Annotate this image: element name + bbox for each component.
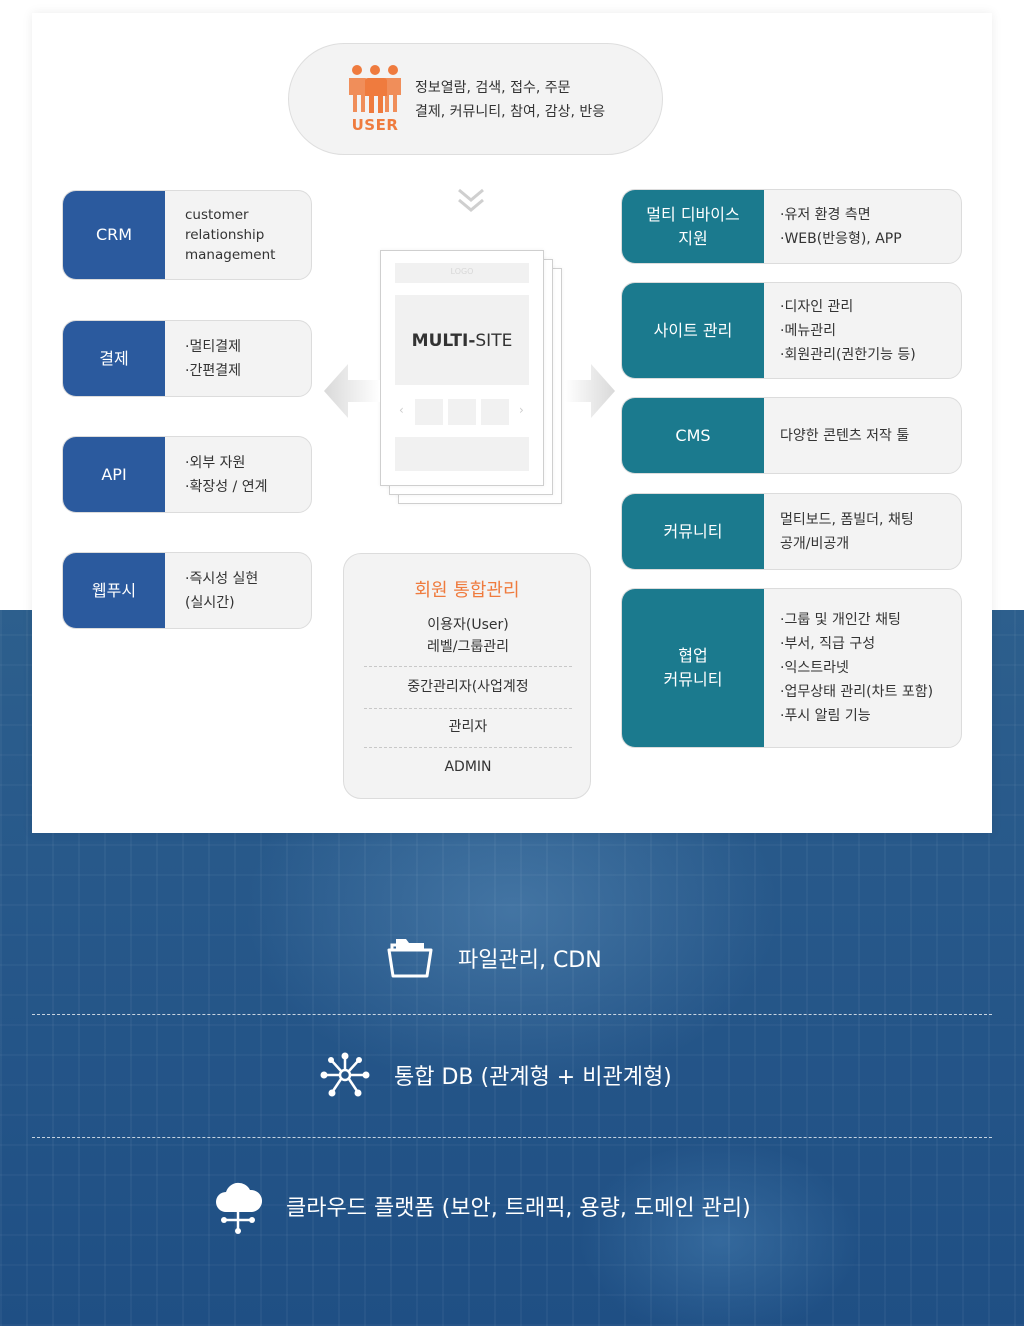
- feature-desc-line: ·WEB(반응형), APP: [780, 230, 902, 247]
- feature-desc: 멀티보드, 폼빌더, 채팅 공개/비공개: [780, 494, 951, 569]
- feature-desc-line: ·멀티결제: [185, 338, 241, 355]
- member-row-super-admin: ADMIN: [444, 759, 492, 775]
- feature-label: CMS: [622, 398, 764, 473]
- user-pill: USER 정보열람, 검색, 접수, 주문 결제, 커뮤니티, 참여, 감상, …: [288, 43, 663, 155]
- feature-label: 멀티 디바이스 지원: [622, 190, 764, 263]
- page-logo-text: LOGO: [450, 267, 474, 276]
- feature-desc-line: ·회원관리(권한기능 등): [780, 346, 916, 363]
- user-activities: 정보열람, 검색, 접수, 주문 결제, 커뮤니티, 참여, 감상, 반응: [415, 76, 605, 124]
- feature-desc: ·외부 자원 ·확장성 / 연계: [185, 437, 301, 512]
- arrow-left-icon: [324, 364, 380, 418]
- member-row-line: 이용자(User): [427, 617, 509, 633]
- feature-desc: ·멀티결제 ·간편결제: [185, 321, 301, 396]
- infra-file-cdn-label: 파일관리, CDN: [458, 948, 602, 973]
- feature-desc-line: (실시간): [185, 594, 235, 611]
- member-row-mid-admin: 중간관리자(사업계정: [407, 679, 529, 695]
- feature-desc-line: ·확장성 / 연계: [185, 478, 268, 495]
- infra-cloud-platform-label: 클라우드 플랫폼 (보안, 트래픽, 용량, 도메인 관리): [286, 1196, 751, 1221]
- feature-desc-line: ·업무상태 관리(차트 포함): [780, 684, 934, 700]
- user-label: USER: [351, 116, 399, 134]
- feature-box-api: API ·외부 자원 ·확장성 / 연계: [62, 436, 312, 513]
- member-row-admin: 관리자: [448, 719, 488, 735]
- feature-box-webpush: 웹푸시 ·즉시성 실현 (실시간): [62, 552, 312, 629]
- feature-desc-line: management: [185, 247, 276, 263]
- feature-desc-line: ·즉시성 실현: [185, 570, 259, 587]
- page-footer: [395, 437, 529, 471]
- page-hero: MULTI-SITE: [395, 295, 529, 385]
- feature-desc: 다양한 콘텐츠 저작 툴: [780, 398, 951, 473]
- feature-desc-line: ·외부 자원: [185, 454, 246, 471]
- feature-desc-line: ·메뉴관리: [780, 322, 836, 339]
- feature-desc-line: 다양한 콘텐츠 저작 툴: [780, 427, 910, 444]
- multisite-title-rest: SITE: [475, 331, 513, 351]
- multisite-title-bold: MULTI-: [411, 331, 476, 351]
- feature-label-line: 멀티 디바이스: [646, 204, 740, 224]
- infra-cloud-platform: 클라우드 플랫폼 (보안, 트래픽, 용량, 도메인 관리): [214, 1178, 751, 1234]
- feature-desc: ·즉시성 실현 (실시간): [185, 553, 301, 628]
- chevron-down-icon: [458, 188, 484, 212]
- cloud-icon: [216, 1182, 262, 1234]
- folder-icon: [387, 939, 433, 978]
- feature-desc-line: ·그룹 및 개인간 채팅: [780, 612, 901, 628]
- chevron-left-icon: ‹: [399, 403, 404, 417]
- feature-desc-line: relationship: [185, 227, 265, 243]
- feature-desc-line: 공개/비공개: [780, 535, 850, 552]
- network-icon: [320, 1052, 370, 1097]
- divider-line: [32, 1137, 992, 1138]
- feature-box-collaboration: 협업 커뮤니티 ·그룹 및 개인간 채팅 ·부서, 직급 구성 ·익스트라넷 ·…: [621, 588, 962, 748]
- member-management-box: 회원 통합관리 이용자(User) 레벨/그룹관리 중간관리자(사업계정 관리자…: [343, 553, 591, 799]
- feature-desc-line: customer: [185, 207, 249, 223]
- user-activities-line2: 결제, 커뮤니티, 참여, 감상, 반응: [415, 104, 606, 120]
- infra-file-cdn: 파일관리, CDN: [386, 936, 602, 980]
- feature-box-payment: 결제 ·멀티결제 ·간편결제: [62, 320, 312, 397]
- feature-box-multi-device: 멀티 디바이스 지원 ·유저 환경 측면 ·WEB(반응형), APP: [621, 189, 962, 264]
- feature-box-crm: CRM customer relationship management: [62, 190, 312, 280]
- feature-desc-line: ·디자인 관리: [780, 298, 854, 315]
- feature-desc-line: ·푸시 알림 기능: [780, 708, 871, 724]
- infra-integrated-db: 통합 DB (관계형 + 비관계형): [320, 1052, 672, 1098]
- feature-desc: ·디자인 관리 ·메뉴관리 ·회원관리(권한기능 등): [780, 283, 951, 378]
- feature-desc-line: ·익스트라넷: [780, 660, 849, 676]
- page-thumb: [448, 399, 476, 425]
- feature-box-community: 커뮤니티 멀티보드, 폼빌더, 채팅 공개/비공개: [621, 493, 962, 570]
- feature-label-line: 협업: [678, 646, 708, 665]
- member-divider: [364, 747, 572, 748]
- member-title: 회원 통합관리: [414, 580, 520, 601]
- users-icon: [349, 65, 401, 113]
- feature-desc-line: 멀티보드, 폼빌더, 채팅: [780, 511, 914, 528]
- page-thumb: [481, 399, 509, 425]
- member-divider: [364, 666, 572, 667]
- multisite-page: LOGO MULTI-SITE ‹ ›: [380, 250, 544, 486]
- divider-line: [32, 1014, 992, 1015]
- user-activities-line1: 정보열람, 검색, 접수, 주문: [415, 80, 571, 96]
- feature-desc: ·유저 환경 측면 ·WEB(반응형), APP: [780, 190, 951, 263]
- multisite-title: MULTI-SITE: [395, 331, 529, 351]
- arrow-right-icon: [565, 364, 615, 418]
- page-logo-bar: LOGO: [395, 263, 529, 283]
- feature-desc-line: ·부서, 직급 구성: [780, 636, 876, 652]
- chevron-right-icon: ›: [519, 403, 524, 417]
- feature-label: 커뮤니티: [622, 494, 764, 569]
- feature-label: 결제: [63, 321, 165, 396]
- feature-desc-line: ·유저 환경 측면: [780, 206, 871, 223]
- infra-integrated-db-label: 통합 DB (관계형 + 비관계형): [394, 1065, 672, 1090]
- feature-desc: ·그룹 및 개인간 채팅 ·부서, 직급 구성 ·익스트라넷 ·업무상태 관리(…: [780, 589, 951, 747]
- feature-desc: customer relationship management: [185, 191, 301, 279]
- feature-label: API: [63, 437, 165, 512]
- feature-box-site-management: 사이트 관리 ·디자인 관리 ·메뉴관리 ·회원관리(권한기능 등): [621, 282, 962, 379]
- feature-label: 사이트 관리: [622, 283, 764, 378]
- feature-desc-line: ·간편결제: [185, 362, 241, 379]
- feature-label-line: 커뮤니티: [663, 670, 723, 689]
- feature-label-line: 지원: [678, 228, 708, 248]
- member-divider: [364, 708, 572, 709]
- member-row-user: 이용자(User) 레벨/그룹관리: [364, 614, 572, 658]
- member-row-line: 레벨/그룹관리: [427, 639, 509, 655]
- page-thumb: [415, 399, 443, 425]
- feature-label: 협업 커뮤니티: [622, 589, 764, 747]
- feature-label: 웹푸시: [63, 553, 165, 628]
- feature-box-cms: CMS 다양한 콘텐츠 저작 툴: [621, 397, 962, 474]
- feature-label: CRM: [63, 191, 165, 279]
